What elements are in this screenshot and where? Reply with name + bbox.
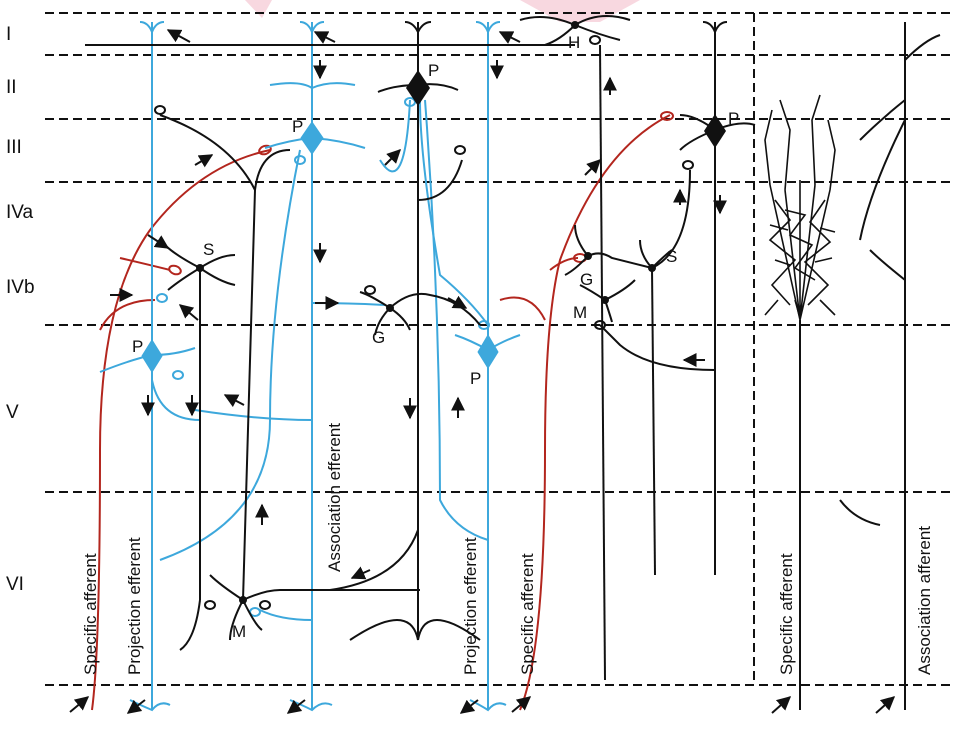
- label-s-left: S: [203, 240, 214, 259]
- fiber-labels: Specific afferent Projection efferent As…: [81, 423, 934, 675]
- layer-labels: I II III IVa IVb V VI: [6, 24, 35, 595]
- afferent-arbor: [764, 94, 836, 321]
- label-association-efferent: Association efferent: [325, 423, 344, 572]
- label-specific-afferent-2: Specific afferent: [518, 553, 537, 675]
- label-m-left: M: [232, 622, 246, 641]
- label-s-right: S: [666, 247, 677, 266]
- label-p-black-ii: P: [428, 61, 439, 80]
- layer-label-i: I: [6, 24, 11, 45]
- layer-label-ii: II: [6, 77, 17, 98]
- label-specific-afferent-1: Specific afferent: [81, 553, 100, 675]
- label-g-right: G: [580, 270, 593, 289]
- label-p-blue-v-right: P: [470, 369, 481, 388]
- label-specific-afferent-3: Specific afferent: [777, 553, 796, 675]
- label-h: H: [568, 33, 580, 52]
- label-projection-efferent-1: Projection efferent: [125, 537, 144, 675]
- label-m-right: M: [573, 303, 587, 322]
- label-projection-efferent-2: Projection efferent: [461, 537, 480, 675]
- specific-afferent-red-2: [499, 111, 674, 711]
- label-association-afferent: Association afferent: [915, 526, 934, 675]
- layer-label-vi: VI: [6, 574, 24, 595]
- black-somas: [196, 21, 726, 604]
- label-p-blue-v-left: P: [132, 337, 143, 356]
- layer-label-ivb: IVb: [6, 277, 35, 298]
- label-g-left: G: [372, 328, 385, 347]
- layer-label-iva: IVa: [6, 202, 34, 223]
- black-boutons: [154, 35, 694, 610]
- layer-label-v: V: [6, 402, 19, 423]
- layer-boundaries: [45, 12, 954, 686]
- direction-arrows: [69, 29, 896, 714]
- blue-somas: [141, 121, 499, 373]
- cell-labels: H P P P P P S S G G M M: [132, 33, 739, 641]
- watermark: [245, 0, 640, 22]
- layer-label-iii: III: [6, 137, 22, 158]
- label-p-blue-iii: P: [292, 117, 303, 136]
- label-p-black-iii: P: [728, 109, 739, 128]
- specific-afferent-red-1: [91, 144, 272, 711]
